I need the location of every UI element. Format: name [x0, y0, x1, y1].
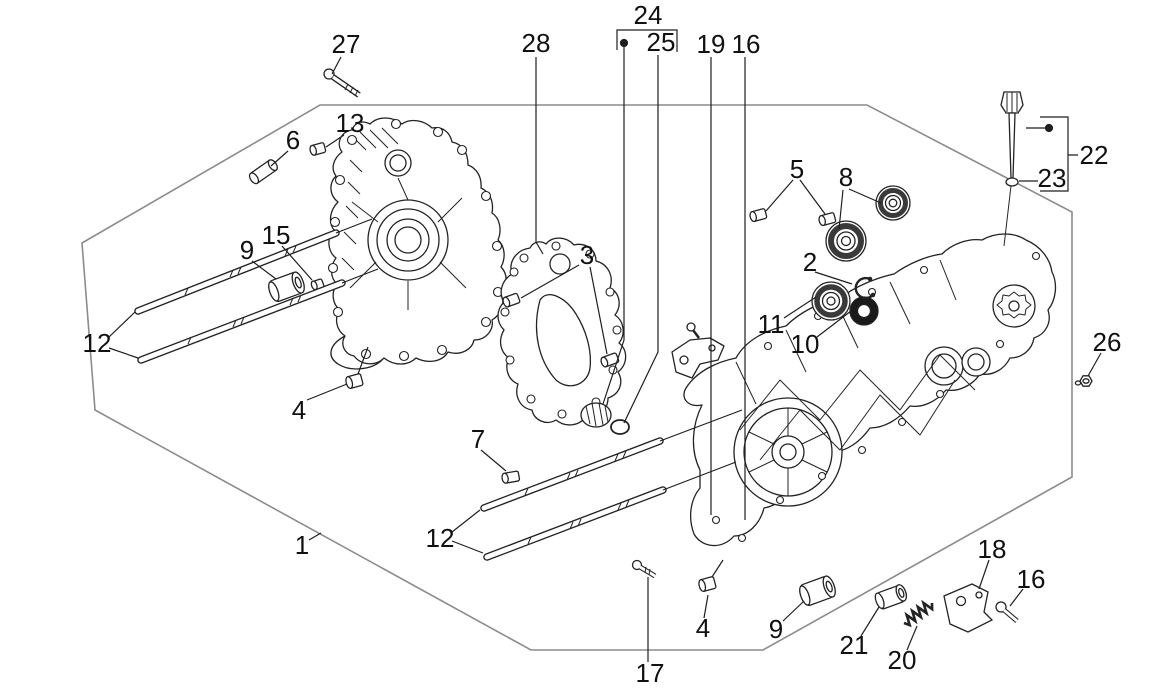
stud-12d — [483, 486, 667, 561]
callout-label-22-6: 22 — [1080, 140, 1109, 170]
dowel-5-left — [749, 208, 768, 223]
center-gasket — [497, 237, 627, 426]
callout-label-7-21: 7 — [471, 424, 485, 454]
dowel-3a — [502, 292, 521, 308]
screw-17 — [631, 559, 657, 579]
stud-12c — [480, 437, 664, 512]
right-crankcase-half — [671, 233, 1057, 547]
relief-spring-20 — [903, 599, 934, 628]
circlip-2 — [854, 276, 876, 300]
callout-label-18-29: 18 — [978, 534, 1007, 564]
oil-seal-10 — [849, 296, 879, 326]
callout-label-9-12: 9 — [240, 235, 254, 265]
callout-label-12-22: 12 — [426, 523, 455, 553]
callout-label-19-3: 19 — [697, 29, 726, 59]
bushing-13 — [309, 142, 327, 156]
callout-label-4-25: 4 — [696, 613, 710, 643]
callout-label-21-27: 21 — [840, 630, 869, 660]
small-parts — [134, 68, 1093, 633]
oil-dipstick-22 — [1000, 91, 1024, 247]
callout-label-13-11: 13 — [336, 108, 365, 138]
bearing-8b — [875, 185, 911, 221]
bracket-22-dot — [1044, 123, 1054, 133]
bushing-9b — [799, 575, 836, 606]
callout-label-12-19: 12 — [83, 328, 112, 358]
left-crankcase-half — [327, 117, 507, 370]
stud-12a — [134, 229, 340, 315]
screw-16b — [995, 601, 1019, 623]
callout-label-24-1: 24 — [634, 0, 663, 30]
dowel-5-right — [818, 212, 837, 227]
gasket-bolt-holes — [500, 241, 622, 419]
callout-label-8-9: 8 — [839, 162, 853, 192]
callout-label-2-14: 2 — [803, 247, 817, 277]
callout-label-23-7: 23 — [1038, 163, 1067, 193]
callout-label-9-26: 9 — [769, 614, 783, 644]
bushing-9a — [268, 271, 305, 302]
dowel-7 — [501, 470, 521, 484]
cover-plate-18 — [943, 583, 994, 633]
o-ring-25 — [610, 419, 630, 435]
stud-12b — [137, 279, 346, 364]
left-case-bolt-holes — [327, 118, 504, 362]
bracket-22 — [1040, 116, 1078, 192]
callout-label-4-20: 4 — [292, 395, 306, 425]
callout-label-16-4: 16 — [732, 29, 761, 59]
callout-label-17-24: 17 — [636, 658, 665, 688]
callout-label-1-23: 1 — [295, 530, 309, 560]
bracket-24-dot — [619, 38, 629, 48]
cap-4a — [345, 373, 364, 390]
bearing-11 — [811, 281, 851, 321]
callout-label-16-30: 16 — [1017, 564, 1046, 594]
callout-label-5-8: 5 — [790, 154, 804, 184]
bolt-27 — [323, 68, 361, 98]
boundary-outline — [81, 104, 1073, 651]
callout-label-27-0: 27 — [332, 29, 361, 59]
relief-piston-21 — [874, 584, 908, 610]
callout-label-20-28: 20 — [888, 645, 917, 675]
nut-26 — [1074, 375, 1093, 387]
right-case-ribs — [735, 259, 976, 461]
callout-label-11-15: 11 — [758, 309, 785, 339]
callout-label-26-18: 26 — [1093, 327, 1122, 357]
oil-cap-24 — [580, 402, 630, 435]
bearing-8a — [825, 220, 867, 262]
callout-label-28-5: 28 — [522, 28, 551, 58]
callout-label-6-10: 6 — [286, 125, 300, 155]
callout-label-3-17: 3 — [580, 240, 594, 270]
bracket-24 — [616, 29, 678, 52]
leader-lines — [108, 29, 1102, 662]
callout-label-15-13: 15 — [262, 220, 291, 250]
dowel-3b — [600, 352, 620, 368]
callout-label-25-2: 25 — [647, 27, 676, 57]
o-ring-23 — [1005, 177, 1019, 187]
cap-4b — [698, 576, 717, 593]
callout-label-10-16: 10 — [791, 329, 820, 359]
